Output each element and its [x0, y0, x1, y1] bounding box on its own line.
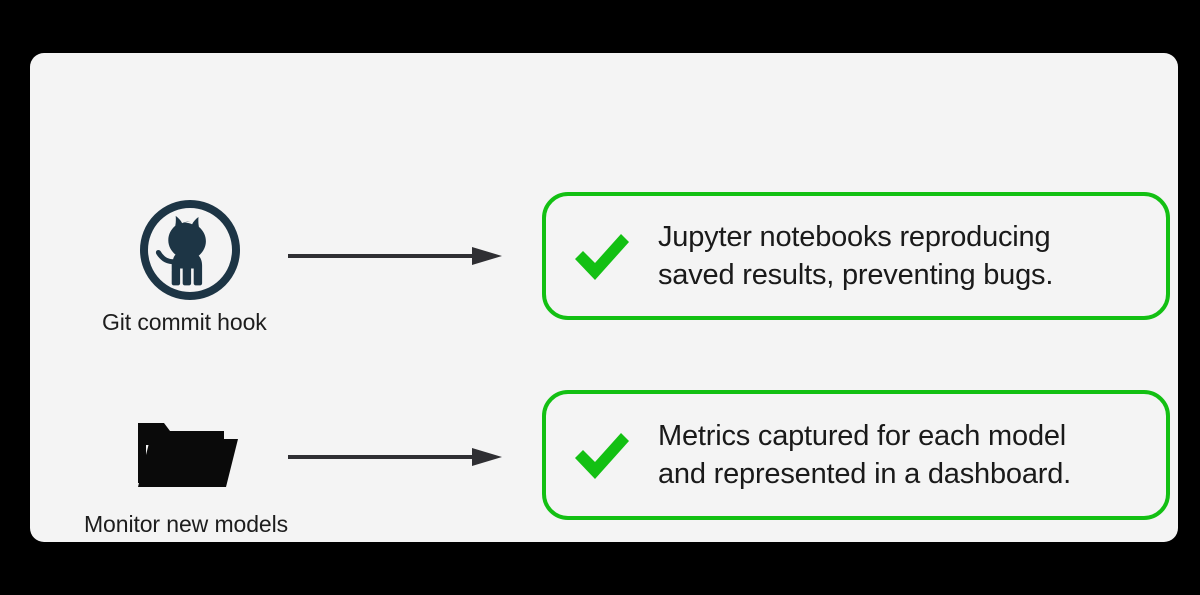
folder-icon	[134, 415, 246, 495]
arrow-right-icon	[286, 241, 506, 271]
check-icon	[570, 226, 634, 286]
result-card-line-1: Jupyter notebooks reproducing	[658, 221, 1051, 253]
result-card-line-2: saved results, preventing bugs.	[658, 259, 1054, 291]
result-card-line-2: and represented in a dashboard.	[658, 458, 1071, 490]
source-label-monitor-new-models: Monitor new models	[84, 511, 289, 537]
diagram-panel: Git commit hook Monitor new models	[30, 53, 1178, 542]
result-card-line-1: Metrics captured for each model	[658, 420, 1067, 452]
result-card-jupyter: Jupyter notebooks reproducing saved resu…	[542, 192, 1170, 320]
result-card-text: Metrics captured for each model and repr…	[658, 417, 1071, 493]
result-card-metrics: Metrics captured for each model and repr…	[542, 390, 1170, 520]
check-icon	[570, 425, 634, 485]
github-icon	[137, 197, 243, 303]
result-card-text: Jupyter notebooks reproducing saved resu…	[658, 218, 1053, 294]
source-label-git-commit-hook: Git commit hook	[102, 309, 267, 335]
arrow-right-icon	[286, 442, 506, 472]
